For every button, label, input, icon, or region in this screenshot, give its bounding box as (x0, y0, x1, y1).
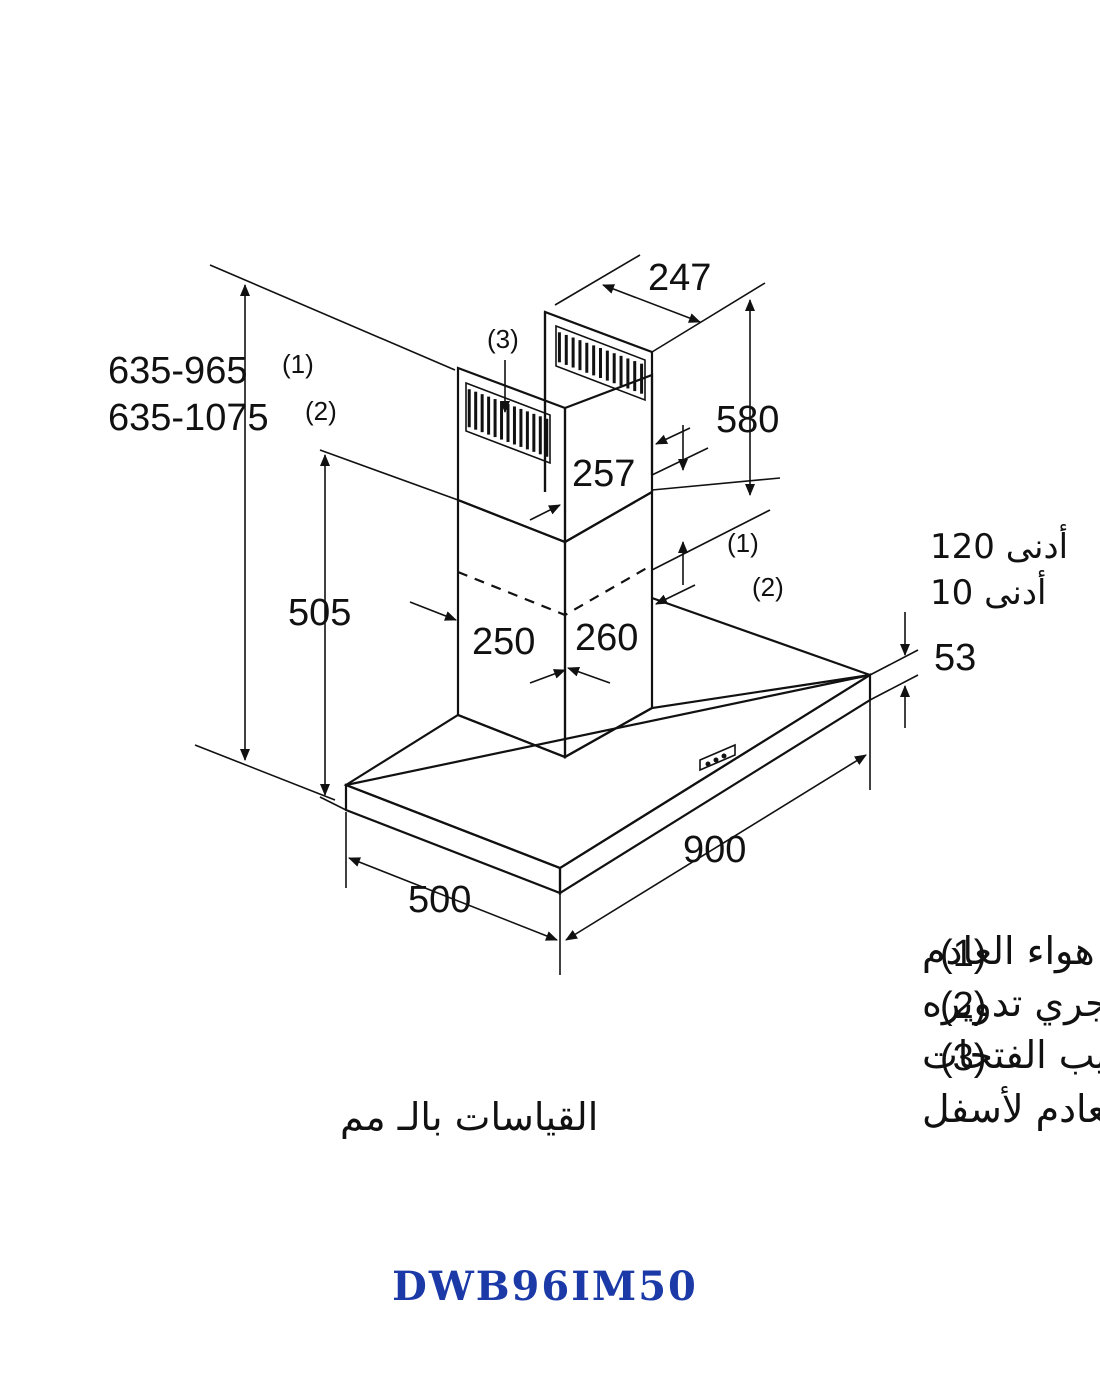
depth-500-arrow (348, 857, 558, 941)
height-recirc-label: 635-1075 (108, 397, 269, 439)
extension-lines (194, 254, 919, 975)
height-exhaust-label: 635-965 (108, 350, 247, 392)
depth-label: 500 (408, 879, 471, 921)
dimension-arrows (240, 284, 910, 941)
width-label: 900 (683, 829, 746, 871)
chimney-side-a-label: 250 (472, 621, 535, 663)
side-250-arrow (409, 601, 457, 621)
legend-item3-line1: مخرج تصريف الهواء - تركيب الفتحات (922, 1033, 1100, 1078)
width-257-arrow-a (529, 504, 561, 521)
width-900-arrow (565, 754, 867, 941)
chimney-upper-label: 580 (716, 399, 779, 441)
chimney-side-b-label: 260 (575, 617, 638, 659)
height-recirc-ref: (2) (305, 396, 337, 426)
hood-thickness-label: 53 (934, 637, 976, 679)
legend: (1) هواء العادم (2) الهواء الذي يجري تدو… (340, 929, 1100, 1139)
width-257-arrow-b (655, 427, 691, 445)
air-outlet-vents (465, 324, 646, 465)
vent-ref-label: (3) (487, 324, 519, 354)
canopy-joint-arrow (655, 584, 696, 605)
canopy-height-label: 505 (288, 592, 351, 634)
vent-frame (555, 324, 646, 402)
legend-item1-text: هواء العادم (922, 929, 1095, 974)
units-note: القياسات بالـ مم (340, 1095, 598, 1139)
hood-drawing (343, 310, 872, 895)
legend-item2-text: الهواء الذي يجري تدويره (922, 981, 1100, 1026)
chimney-width-top-label: 257 (572, 453, 635, 495)
control-panel (699, 743, 736, 772)
legend-item2-num: (2) (940, 985, 986, 1027)
side-260-arrow-left (529, 669, 566, 684)
height-exhaust-ref: (1) (282, 349, 314, 379)
chimney-depth-arrow (602, 284, 701, 323)
legend-item3-num: (3) (940, 1037, 986, 1079)
min-recirc-label: أدنى 10 (930, 570, 1046, 613)
side-260-arrow-right (567, 666, 611, 684)
min-recirc-ref: (2) (752, 572, 784, 602)
model-number: DWB96IM50 (392, 1263, 698, 1310)
min-exhaust-ref: (1) (727, 528, 759, 558)
legend-item3-line2: بالنسبة لهواء العادم لأسفل (922, 1085, 1100, 1132)
vent-frame (465, 381, 551, 465)
legend-item1-num: (1) (940, 933, 986, 975)
chimney-depth-label: 247 (648, 257, 711, 299)
dimension-labels: 635-965 (1) 635-1075 (2) (3) 247 580 257… (108, 257, 1068, 921)
min-exhaust-label: أدنى 120 (930, 524, 1068, 567)
